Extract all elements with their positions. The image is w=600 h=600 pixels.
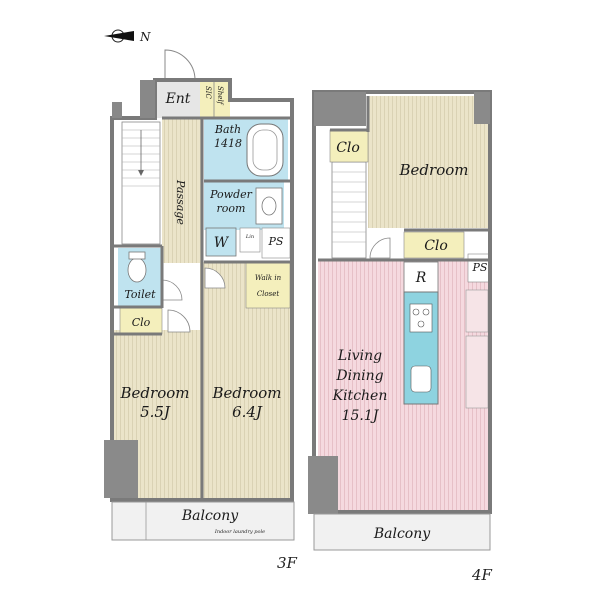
toilet-door [161, 279, 183, 301]
north-arrow-icon [104, 31, 134, 41]
sic-label: SIC [204, 86, 212, 100]
ldk-size: 15.1J [342, 408, 380, 424]
bedroom-a-door [167, 309, 191, 333]
ldk-label-2: Dining [335, 368, 383, 384]
balcony-label-3f: Balcony [181, 508, 239, 524]
bath-label: Bath [214, 123, 241, 136]
shelf-label: Shelf [216, 86, 224, 106]
floor-4f-outer-wall [312, 90, 492, 514]
toilet-icon [127, 257, 147, 283]
floor-label-4f: 4F [471, 566, 493, 584]
stove-icon [409, 303, 433, 333]
bedroom-b-door [204, 267, 226, 289]
closet-4f-a [329, 129, 369, 163]
closet-label-4f-b: Clo [424, 238, 448, 254]
ps-label-4f: PS [472, 261, 488, 274]
structural-column-4f-sw [308, 456, 338, 514]
shelf-area [200, 80, 230, 118]
entrance-door [164, 49, 196, 81]
bedroom-4f-door [369, 237, 391, 259]
fridge-label: R [415, 270, 427, 286]
closet-label-3f: Clo [132, 316, 151, 329]
floor-3f: Ent SIC Shelf Bath 1418 Passage Powder r… [104, 49, 298, 572]
laundry-pole-label: Indoor laundry pole [214, 529, 265, 535]
bedroom-b-label: Bedroom [212, 384, 282, 402]
floor-4f: Clo Bedroom Clo PS R Living Dining Kitch… [308, 90, 493, 584]
bath-size-label: 1418 [214, 137, 242, 150]
bedroom-label-4f: Bedroom [399, 161, 469, 179]
structural-column-4f-ne [474, 92, 490, 124]
ldk-label-1: Living [337, 348, 382, 364]
structural-column-4f-nw [314, 92, 366, 126]
lin-label: Lin [245, 234, 254, 240]
sink-counter [255, 187, 283, 225]
washer-space [205, 227, 237, 257]
walk-in-label-1: Walk in [255, 274, 282, 282]
walk-in-closet [245, 261, 291, 309]
closet-3f [119, 307, 163, 335]
pipe-space [261, 227, 291, 259]
ps-label-3f: PS [268, 235, 284, 248]
bedroom-a-size: 5.5J [140, 403, 171, 421]
kitchen-sink-icon [410, 365, 432, 393]
bedroom-4f-floor [368, 96, 488, 228]
toilet-label: Toilet [124, 288, 156, 301]
walk-in-label-2: Closet [257, 290, 280, 298]
balcony-4f [313, 513, 491, 551]
cabinet-lower [465, 335, 489, 409]
balcony-3f [111, 501, 295, 541]
staircase-4f [331, 161, 367, 259]
sink-icon [261, 196, 277, 216]
cabinet-upper [465, 289, 489, 333]
balcony-label-4f: Balcony [373, 526, 431, 542]
powder-room-label-1: Powder [209, 188, 253, 201]
entrance-label: Ent [165, 91, 191, 107]
closet-4f-b [403, 231, 465, 259]
floor-label-3f: 3F [277, 554, 298, 572]
bedroom-a-label: Bedroom [120, 384, 190, 402]
fridge-space [403, 261, 439, 293]
closet-label-4f-a: Clo [336, 140, 360, 156]
entrance-floor [155, 80, 200, 118]
passage-floor [162, 118, 202, 263]
structural-column [140, 80, 155, 118]
ldk-label-3: Kitchen [332, 388, 388, 404]
washer-label: W [214, 235, 230, 251]
bathtub-icon [246, 123, 284, 177]
bedroom-b-size: 6.4J [232, 403, 263, 421]
compass: N [104, 29, 151, 44]
stair-arrow-icon [138, 170, 144, 176]
structural-column-sw [104, 440, 138, 498]
linen-closet [239, 227, 261, 253]
powder-room-label-2: room [217, 202, 246, 215]
passage-label: Passage [174, 179, 187, 225]
compass-label: N [139, 30, 151, 44]
